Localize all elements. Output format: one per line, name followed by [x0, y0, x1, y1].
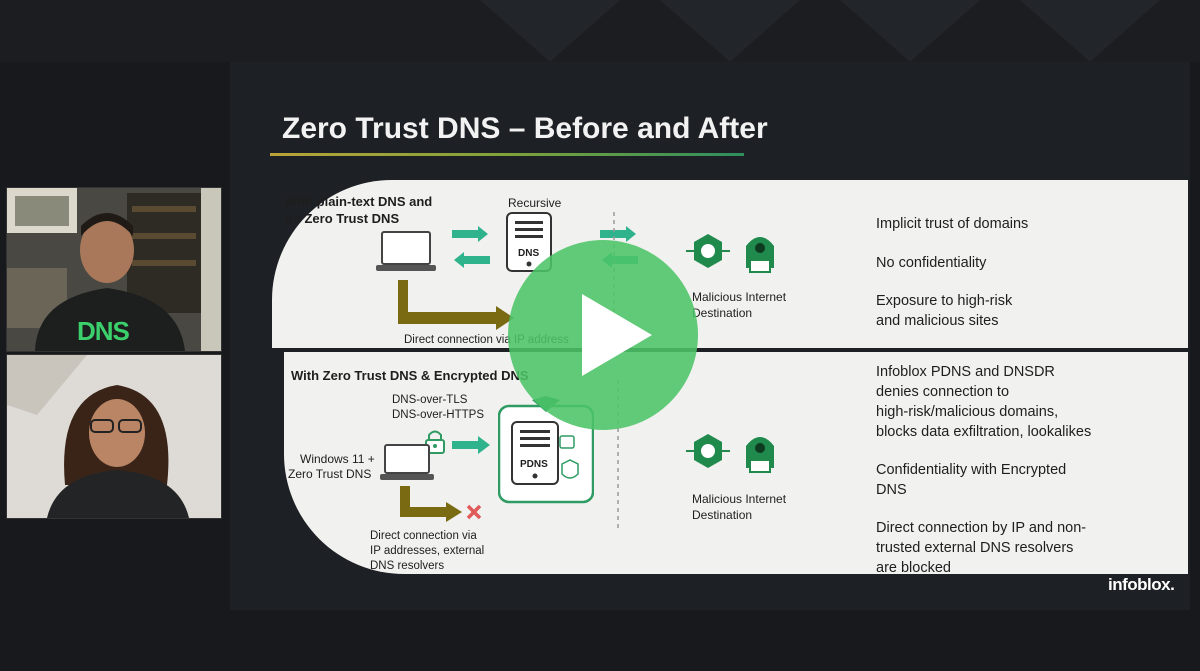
malicious-destination-icon-2 [686, 434, 774, 473]
before-heading-line2: no Zero Trust DNS [285, 211, 400, 226]
client-label-line1: Windows 11 + [300, 452, 375, 466]
pdns-server-icon [498, 396, 594, 504]
play-icon [582, 294, 652, 376]
laptop-icon-2 [380, 444, 434, 480]
title-underline [270, 153, 744, 156]
participant-video-1[interactable]: DNS [6, 187, 222, 352]
blocked-label-line3: DNS resolvers [370, 560, 445, 572]
background-pattern [480, 0, 1160, 62]
laptop-icon [376, 231, 436, 271]
after-point-1-line2: denies connection to [876, 384, 1010, 400]
dns-server-label: DNS [518, 248, 540, 259]
malicious-label-2-line2: Destination [692, 508, 753, 522]
slide-title: Zero Trust DNS – Before and After [282, 112, 768, 145]
client-label-line2: Zero Trust DNS [288, 467, 372, 481]
pdns-label: PDNS [520, 459, 548, 470]
after-panel [284, 352, 1188, 574]
blocked-connection-arrow [400, 486, 482, 522]
before-point-3: Exposure to high-risk [876, 293, 1013, 309]
protocol-label-line2: DNS-over-HTTPS [392, 409, 485, 421]
after-point-2-line1: Confidentiality with Encrypted [876, 462, 1067, 478]
malicious-label-2-line1: Malicious Internet [692, 492, 787, 506]
shirt-logo: DNS [77, 316, 130, 346]
participant-2-image [7, 355, 221, 518]
before-point-1: Implicit trust of domains [876, 216, 1029, 232]
query-arrows-icon [452, 226, 490, 268]
protocol-label-line1: DNS-over-TLS [392, 394, 468, 406]
before-point-2: No confidentiality [876, 255, 987, 271]
blocked-label-line2: IP addresses, external [370, 545, 485, 557]
blocked-label-line1: Direct connection via [370, 530, 477, 542]
after-point-1-line3: high-risk/malicious domains, [876, 404, 1059, 420]
recursive-label: Recursive [508, 196, 562, 210]
after-heading: With Zero Trust DNS & Encrypted DNS [291, 368, 529, 383]
after-point-3-line3: are blocked [876, 560, 951, 576]
malicious-destination-icon [686, 234, 774, 273]
dns-server-icon [506, 212, 552, 272]
participant-1-image [7, 188, 221, 351]
after-point-3-line2: trusted external DNS resolvers [876, 540, 1074, 556]
infoblox-logo: infoblox. [1108, 575, 1175, 594]
before-heading-line1: With plain-text DNS and [285, 194, 433, 209]
before-point-4: and malicious sites [876, 313, 999, 329]
participant-video-2[interactable] [6, 354, 222, 519]
malicious-label-line2: Destination [692, 306, 753, 320]
malicious-label-line1: Malicious Internet [692, 290, 787, 304]
after-point-3-line1: Direct connection by IP and non- [876, 520, 1087, 536]
after-point-2-line2: DNS [876, 482, 907, 498]
encrypted-arrow-icon [452, 436, 490, 454]
direct-connection-arrow [398, 280, 514, 330]
play-button[interactable] [508, 240, 698, 430]
after-point-1-line4: blocks data exfiltration, lookalikes [876, 424, 1092, 440]
after-point-1-line1: Infoblox PDNS and DNSDR [876, 364, 1055, 380]
